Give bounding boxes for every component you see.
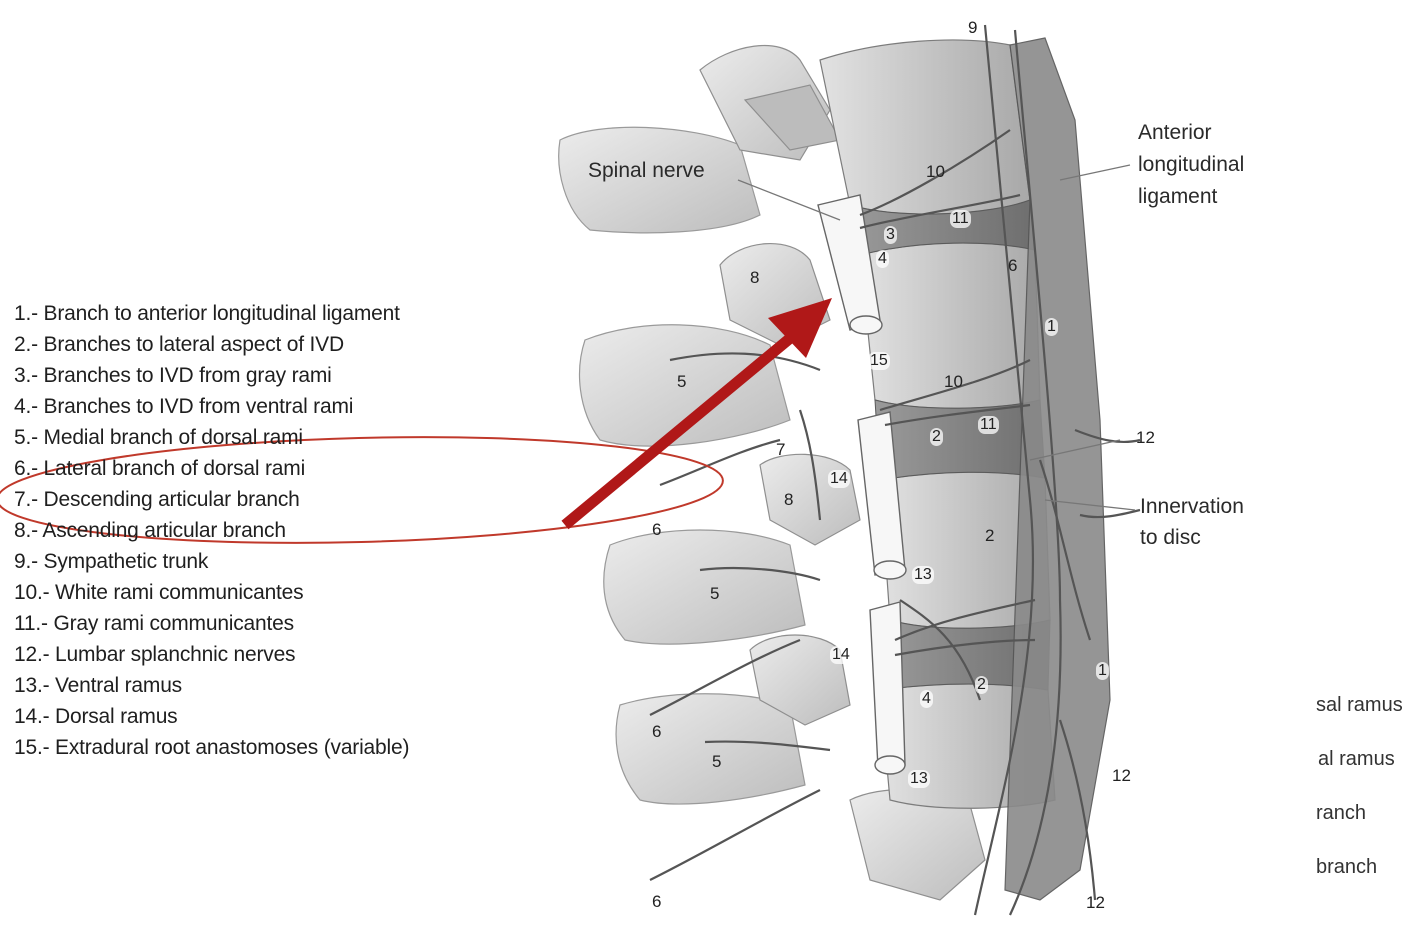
legend-item: 4.- Branches to IVD from ventral rami: [14, 391, 409, 422]
anterior-ligament-label-line1: Anterior: [1138, 118, 1212, 148]
marker-14: 14: [830, 646, 852, 664]
marker-8: 8: [750, 268, 759, 288]
spinal-nerve-label: Spinal nerve: [588, 156, 705, 186]
marker-9: 9: [968, 18, 977, 38]
legend-item: 12.- Lumbar splanchnic nerves: [14, 639, 409, 670]
marker-12: 12: [1136, 428, 1155, 448]
legend-item: 13.- Ventral ramus: [14, 670, 409, 701]
marker-7: 7: [776, 440, 785, 460]
marker-6: 6: [652, 722, 661, 742]
legend-item: 10.- White rami communicantes: [14, 577, 409, 608]
marker-2: 2: [985, 526, 994, 546]
legend-list: 1.- Branch to anterior longitudinal liga…: [14, 298, 409, 763]
marker-10: 10: [926, 162, 945, 182]
marker-5: 5: [677, 372, 686, 392]
legend-item: 3.- Branches to IVD from gray rami: [14, 360, 409, 391]
marker-11: 11: [978, 416, 999, 434]
legend-item: 11.- Gray rami communicantes: [14, 608, 409, 639]
marker-3: 3: [884, 226, 897, 244]
marker-12: 12: [1086, 893, 1105, 913]
anterior-ligament-label-line2: longitudinal: [1138, 150, 1244, 180]
marker-11: 11: [950, 210, 971, 228]
marker-15: 15: [868, 352, 890, 370]
marker-6: 6: [652, 892, 661, 912]
marker-1: 1: [1096, 662, 1109, 680]
cut-text-fragment: ranch: [1316, 802, 1366, 825]
marker-5: 5: [712, 752, 721, 772]
marker-13: 13: [908, 770, 930, 788]
marker-1: 1: [1045, 318, 1058, 336]
marker-4: 4: [920, 690, 933, 708]
marker-6: 6: [1008, 256, 1017, 276]
legend-item: 9.- Sympathetic trunk: [14, 546, 409, 577]
marker-2: 2: [930, 428, 943, 446]
legend-item: 1.- Branch to anterior longitudinal liga…: [14, 298, 409, 329]
legend-item: 2.- Branches to lateral aspect of IVD: [14, 329, 409, 360]
legend-item: 7.- Descending articular branch: [14, 484, 409, 515]
marker-14: 14: [828, 470, 850, 488]
marker-13: 13: [912, 566, 934, 584]
marker-12: 12: [1112, 766, 1131, 786]
marker-6: 6: [652, 520, 661, 540]
anterior-ligament-label-line3: ligament: [1138, 182, 1217, 212]
marker-8: 8: [784, 490, 793, 510]
innervation-label-line1: Innervation: [1140, 492, 1244, 522]
cut-text-fragment: branch: [1316, 856, 1377, 879]
legend-item: 14.- Dorsal ramus: [14, 701, 409, 732]
innervation-label-line2: to disc: [1140, 523, 1201, 553]
legend-item: 15.- Extradural root anastomoses (variab…: [14, 732, 409, 763]
cut-text-fragment: sal ramus: [1316, 694, 1403, 717]
marker-2: 2: [975, 676, 988, 694]
cut-text-fragment: al ramus: [1318, 748, 1395, 771]
marker-10: 10: [944, 372, 963, 392]
marker-4: 4: [876, 250, 889, 268]
legend-item: 5.- Medial branch of dorsal rami: [14, 422, 409, 453]
marker-5: 5: [710, 584, 719, 604]
legend-item: 6.- Lateral branch of dorsal rami: [14, 453, 409, 484]
legend-item: 8.- Ascending articular branch: [14, 515, 409, 546]
